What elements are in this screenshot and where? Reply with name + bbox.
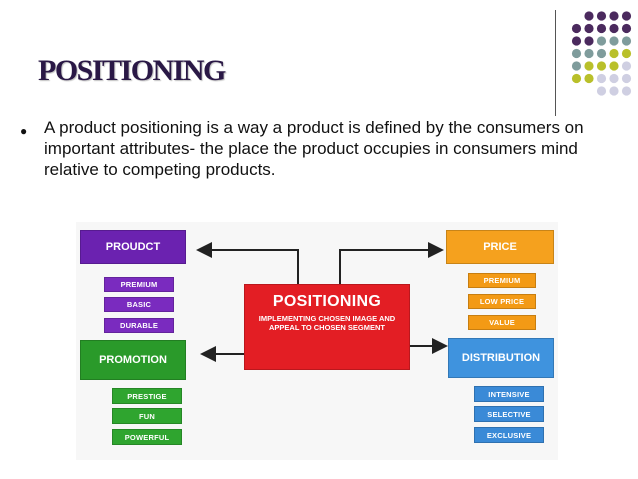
decorative-dot-grid: [571, 11, 632, 96]
decorative-dot: [571, 61, 582, 71]
decorative-dot: [584, 11, 594, 21]
decorative-dot: [584, 36, 594, 46]
promotion-item-prestige: PRESTIGE: [112, 388, 182, 404]
center-subtitle: IMPLEMENTING CHOSEN IMAGE AND APPEAL TO …: [258, 314, 396, 332]
decorative-dot: [596, 61, 607, 71]
distribution-box: DISTRIBUTION: [448, 338, 554, 378]
title-divider-line: [555, 10, 556, 116]
decorative-dot: [571, 48, 582, 59]
decorative-dot: [609, 73, 619, 84]
decorative-dot: [609, 86, 619, 96]
decorative-dot: [621, 36, 632, 46]
decorative-dot: [621, 73, 632, 84]
decorative-dot: [596, 11, 607, 21]
decorative-dot: [571, 36, 582, 46]
product-box: PROUDCT: [80, 230, 186, 264]
decorative-dot: [584, 23, 594, 34]
decorative-dot: [584, 61, 594, 71]
decorative-dot: [584, 73, 594, 84]
decorative-dot: [571, 23, 582, 34]
decorative-dot: [621, 11, 632, 21]
decorative-dot: [609, 11, 619, 21]
decorative-dot: [621, 86, 632, 96]
connector-arrows: [196, 242, 448, 362]
price-item-value: VALUE: [468, 315, 536, 330]
decorative-dot: [609, 61, 619, 71]
promotion-item-powerful: POWERFUL: [112, 429, 182, 445]
decorative-dot: [596, 36, 607, 46]
price-item-premium: PREMIUM: [468, 273, 536, 288]
decorative-dot: [621, 48, 632, 59]
product-item-premium: PREMIUM: [104, 277, 174, 292]
decorative-dot: [596, 23, 607, 34]
bullet-text: A product positioning is a way a product…: [44, 118, 584, 179]
price-box: PRICE: [446, 230, 554, 264]
decorative-dot: [609, 48, 619, 59]
positioning-center-box: POSITIONING IMPLEMENTING CHOSEN IMAGE AN…: [244, 284, 410, 370]
decorative-dot: [584, 48, 594, 59]
promotion-box: PROMOTION: [80, 340, 186, 380]
slide-title: POSITIONING: [38, 54, 226, 87]
decorative-dot: [609, 36, 619, 46]
decorative-dot: [596, 48, 607, 59]
center-title: POSITIONING: [272, 293, 382, 310]
decorative-dot: [571, 73, 582, 84]
distribution-item-selective: SELECTIVE: [474, 406, 544, 422]
decorative-dot: [609, 23, 619, 34]
decorative-dot: [596, 73, 607, 84]
distribution-item-exclusive: EXCLUSIVE: [474, 427, 544, 443]
product-item-basic: BASIC: [104, 297, 174, 312]
promotion-item-fun: FUN: [112, 408, 182, 424]
price-item-low-price: LOW PRICE: [468, 294, 536, 309]
product-item-durable: DURABLE: [104, 318, 174, 333]
decorative-dot: [596, 86, 607, 96]
positioning-diagram: PROUDCT PREMIUM BASIC DURABLE PROMOTION …: [76, 222, 558, 460]
distribution-item-intensive: INTENSIVE: [474, 386, 544, 402]
decorative-dot: [621, 61, 632, 71]
bullet-dot-icon: ●: [20, 124, 28, 138]
decorative-dot: [621, 23, 632, 34]
